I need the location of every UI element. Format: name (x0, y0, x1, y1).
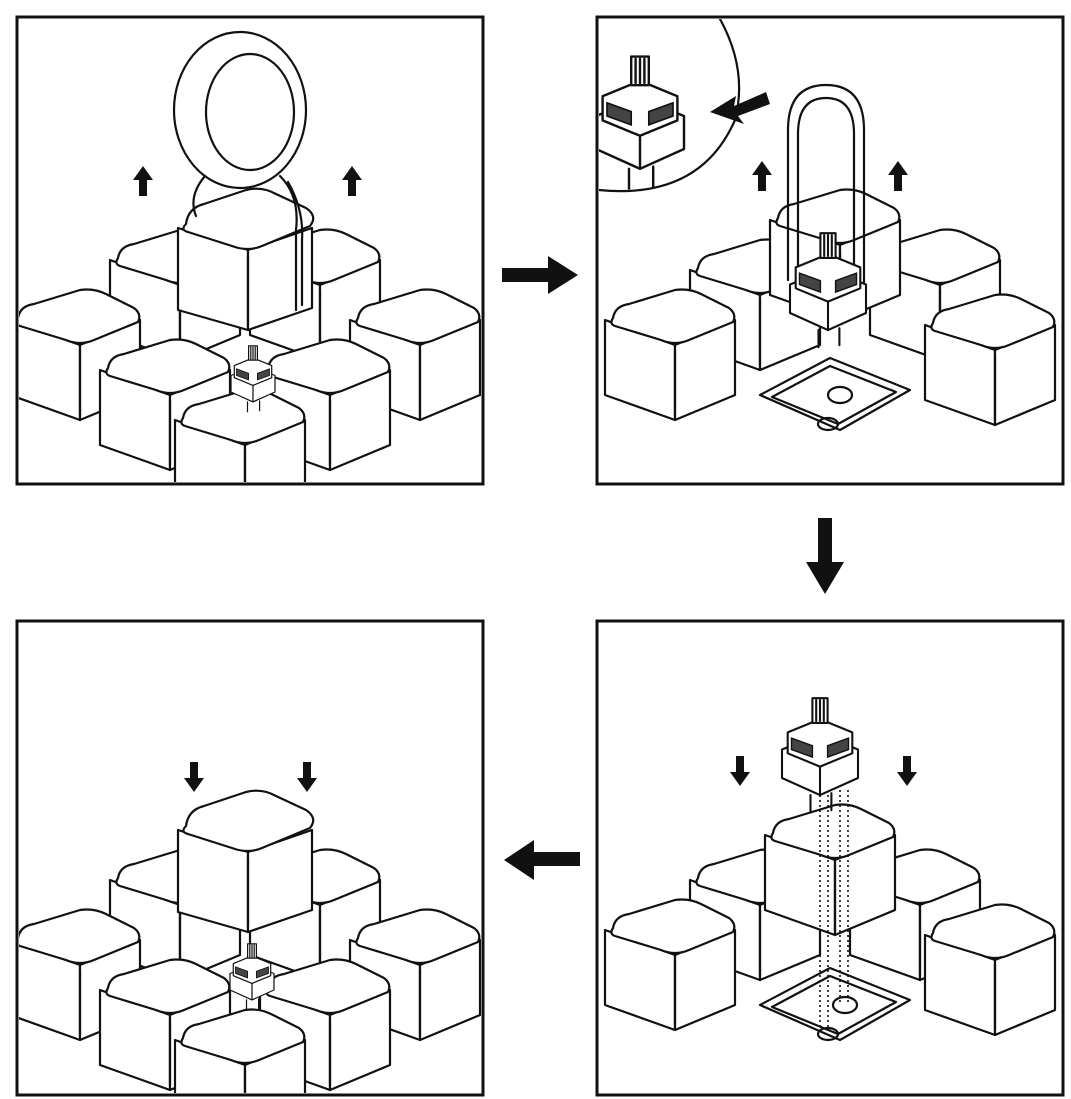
step-4-panel (10, 621, 483, 1099)
keycap-replace-icon (178, 791, 313, 932)
step-2-panel (596, 17, 1063, 484)
flow-arrow-left-icon (504, 840, 580, 880)
flow-arrow-right-icon (502, 256, 578, 294)
step-1-panel (10, 17, 483, 520)
step-3-panel (597, 621, 1063, 1095)
flow-arrow-down-icon (806, 518, 844, 594)
keycap-raised (178, 189, 313, 330)
